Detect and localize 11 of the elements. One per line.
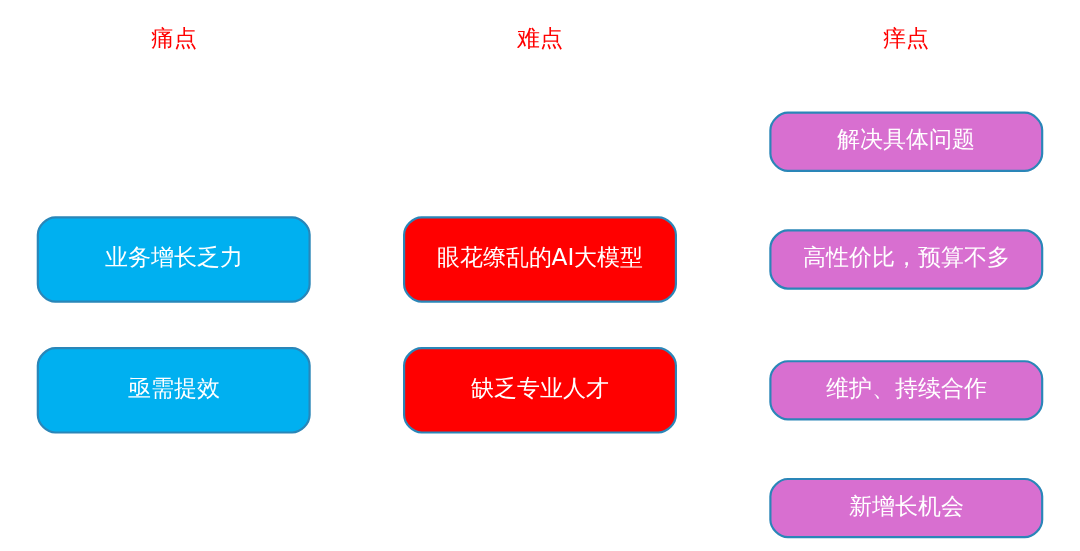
node-box: 亟需提效 <box>36 347 311 434</box>
node-box: 新增长机会 <box>769 477 1044 539</box>
node-box: 解决具体问题 <box>769 111 1044 172</box>
node-box: 业务增长乏力 <box>36 216 311 303</box>
label: 痒点 <box>883 23 930 51</box>
node-box: 高性价比，预算不多 <box>769 229 1044 290</box>
node-box: 缺乏专业人才 <box>403 347 677 434</box>
label: 难点 <box>517 23 563 51</box>
node-box: 维护、持续合作 <box>769 360 1044 421</box>
label: 痛点 <box>150 23 197 51</box>
node-box: 眼花缭乱的AI大模型 <box>403 216 677 303</box>
